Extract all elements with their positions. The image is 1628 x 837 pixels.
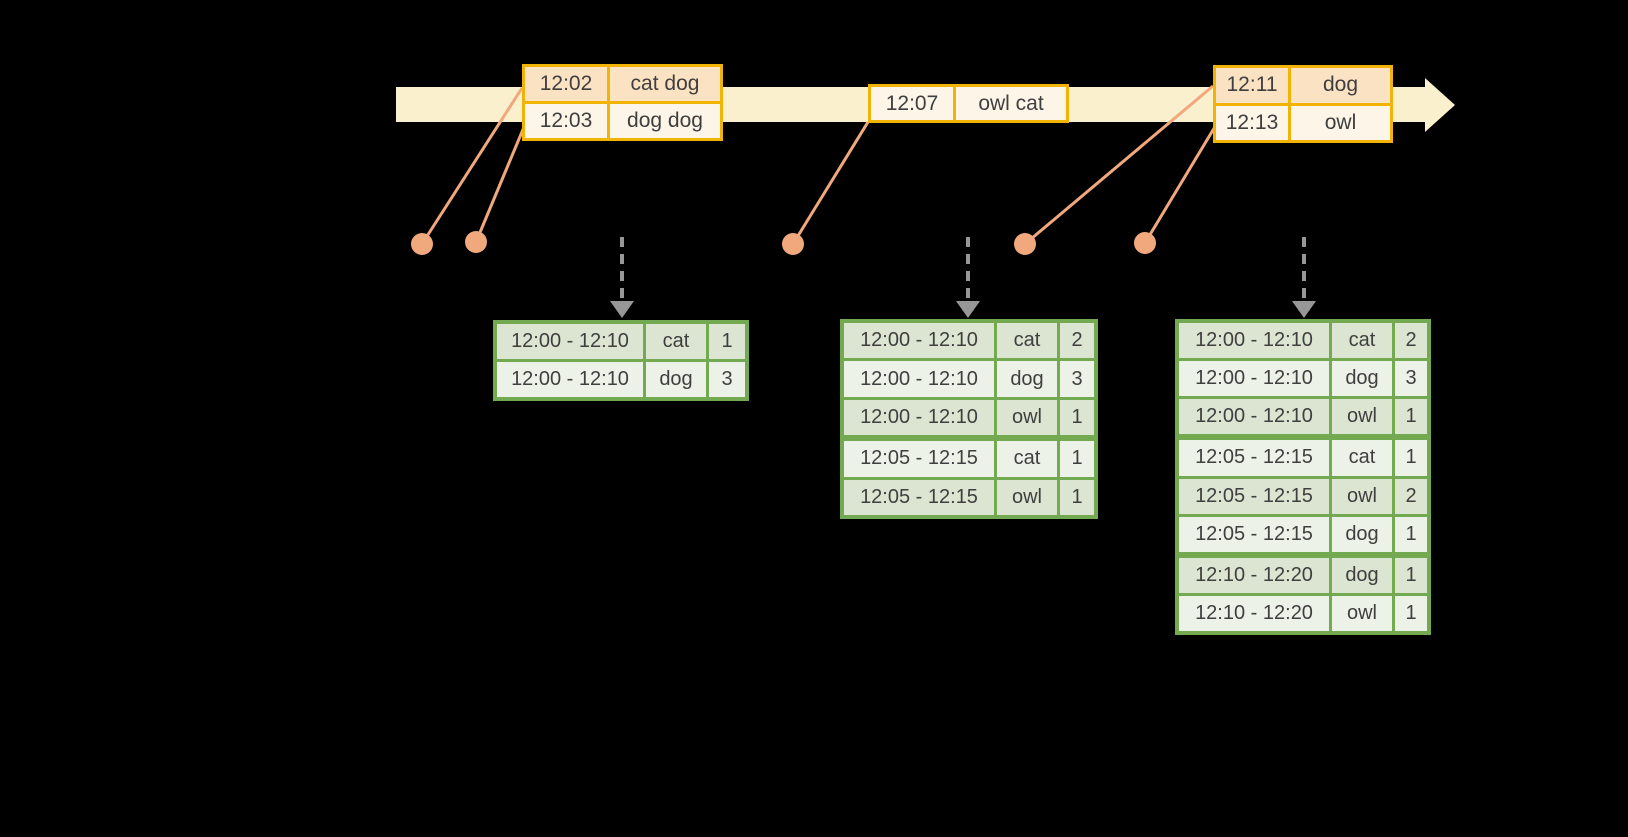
count-cell: 3: [709, 362, 745, 397]
word-cell: dog: [1332, 516, 1392, 552]
count-cell: 2: [1060, 323, 1094, 359]
trigger-arrow-head-icon: [610, 301, 634, 318]
window-cell: 12:05 - 12:15: [844, 479, 994, 516]
event-dot: [782, 233, 804, 255]
window-cell: 12:00 - 12:10: [844, 361, 994, 397]
words-cell: dog dog: [610, 104, 720, 138]
word-cell: owl: [997, 399, 1057, 436]
count-cell: 1: [1395, 595, 1427, 631]
words-cell: cat dog: [610, 67, 720, 101]
window-cell: 12:10 - 12:20: [1179, 595, 1329, 631]
time-cell: 12:02: [525, 67, 607, 101]
event-dot: [1014, 233, 1036, 255]
word-cell: dog: [1332, 361, 1392, 397]
window-cell: 12:05 - 12:15: [1179, 516, 1329, 552]
event-dot: [465, 231, 487, 253]
word-cell: owl: [997, 479, 1057, 516]
count-cell: 1: [1060, 479, 1094, 516]
count-cell: 3: [1060, 361, 1094, 397]
time-cell: 12:13: [1216, 105, 1288, 140]
trigger-arrow-head-icon: [1292, 301, 1316, 318]
trigger-arrows: [610, 237, 1316, 318]
word-cell: owl: [1332, 478, 1392, 514]
count-cell: 1: [1060, 441, 1094, 477]
window-cell: 12:00 - 12:10: [844, 399, 994, 436]
words-cell: dog: [1291, 68, 1390, 103]
count-cell: 1: [1060, 399, 1094, 436]
window-cell: 12:00 - 12:10: [844, 323, 994, 359]
window-cell: 12:00 - 12:10: [1179, 323, 1329, 359]
timeline-arrowhead-icon: [1425, 78, 1455, 132]
word-cell: cat: [997, 323, 1057, 359]
window-cell: 12:00 - 12:10: [1179, 361, 1329, 397]
window-cell: 12:00 - 12:10: [1179, 399, 1329, 435]
word-cell: cat: [1332, 323, 1392, 359]
window-cell: 12:00 - 12:10: [497, 362, 643, 397]
window-cell: 12:10 - 12:20: [1179, 557, 1329, 593]
time-cell: 12:11: [1216, 68, 1288, 103]
time-cell: 12:07: [871, 87, 953, 120]
window-cell: 12:05 - 12:15: [1179, 440, 1329, 476]
count-cell: 2: [1395, 478, 1427, 514]
event-dot: [1134, 232, 1156, 254]
word-cell: cat: [997, 441, 1057, 477]
word-cell: dog: [997, 361, 1057, 397]
word-cell: dog: [646, 362, 706, 397]
word-cell: owl: [1332, 595, 1392, 631]
event-line: [791, 121, 870, 245]
count-cell: 3: [1395, 361, 1427, 397]
window-cell: 12:00 - 12:10: [497, 324, 643, 359]
count-cell: 1: [709, 324, 745, 359]
trigger-arrow-head-icon: [956, 301, 980, 318]
window-cell: 12:05 - 12:15: [844, 441, 994, 477]
words-cell: owl cat: [956, 87, 1066, 120]
words-cell: owl: [1291, 105, 1390, 140]
event-line: [474, 126, 526, 243]
event-dots: [411, 231, 1156, 255]
count-cell: 1: [1395, 557, 1427, 593]
count-cell: 1: [1395, 399, 1427, 435]
word-cell: cat: [646, 324, 706, 359]
word-cell: dog: [1332, 557, 1392, 593]
window-cell: 12:05 - 12:15: [1179, 478, 1329, 514]
count-cell: 1: [1395, 440, 1427, 476]
time-cell: 12:03: [525, 104, 607, 138]
count-cell: 2: [1395, 323, 1427, 359]
word-cell: cat: [1332, 440, 1392, 476]
count-cell: 1: [1395, 516, 1427, 552]
word-cell: owl: [1332, 399, 1392, 435]
event-dot: [411, 233, 433, 255]
event-line: [1143, 124, 1218, 244]
